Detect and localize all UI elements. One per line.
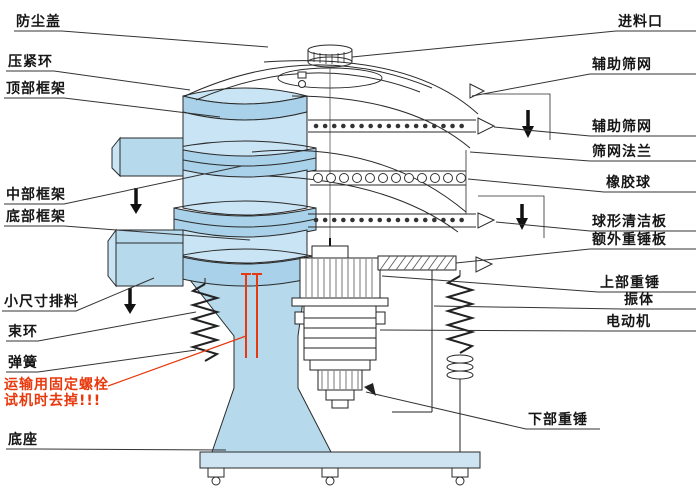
label-rubber-ball: 橡胶球 [606,175,651,191]
left-spring [189,283,221,362]
motor-assembly [291,245,457,413]
label-feed-inlet: 进料口 [618,14,663,30]
label-ball-cleaning-plate: 球形清洁板 [592,214,667,230]
motor-body-part [303,305,377,361]
leader-lines [2,30,696,451]
label-warning-line-1: 运输用固定螺栓 [4,377,109,393]
discharge-chutes [107,136,184,288]
screen-layers [308,83,551,273]
label-bundle-ring: 束环 [8,324,38,340]
label-small-discharge: 小尺寸排料 [4,294,79,310]
label-vibrating-body: 振体 [624,292,654,308]
label-screen-flange: 筛网法兰 [592,144,652,160]
label-aux-screen-2: 辅助筛网 [592,119,652,135]
base-part [199,451,481,486]
label-extra-weight-plate: 额外重锤板 [592,232,667,248]
right-spring [444,275,476,354]
label-aux-screen-1: 辅助筛网 [592,57,652,73]
upper-weight-part [299,257,381,299]
feed-inlet-part [307,44,353,244]
label-motor: 电动机 [606,314,651,330]
label-top-frame: 顶部框架 [6,81,66,97]
label-middle-frame: 中部框架 [6,187,66,203]
label-spring: 弹簧 [8,355,38,371]
label-lower-weight: 下部重锤 [528,412,588,428]
label-clamp-ring: 压紧环 [8,54,53,70]
label-warning-line-2: 试机时去掉!!! [4,393,102,409]
label-upper-weight: 上部重锤 [600,275,660,291]
label-bottom-frame: 底部框架 [6,209,66,225]
rubber-ball-row [313,173,466,183]
warning-leader-line [107,335,247,387]
transport-bolts [107,273,262,387]
dust-cover-dome [184,60,479,233]
springs [189,270,476,452]
label-base: 底座 [8,432,38,448]
label-dust-cover: 防尘盖 [16,14,61,30]
